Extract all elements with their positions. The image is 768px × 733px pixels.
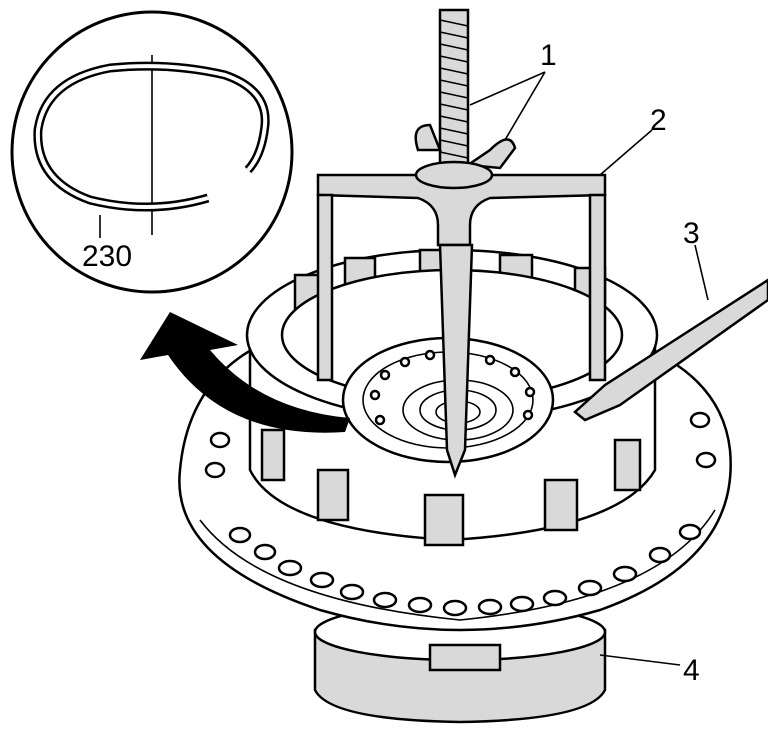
detail-arrow — [140, 312, 350, 433]
callout-1: 1 — [540, 39, 557, 72]
puller-tool — [316, 173, 607, 479]
callout-4: 4 — [683, 654, 700, 687]
screwdriver — [573, 278, 768, 422]
detail-circle — [10, 10, 294, 294]
callout-3: 3 — [683, 217, 700, 250]
callout-230: 230 — [82, 240, 132, 273]
clutch-splines — [260, 248, 642, 547]
wing-nut — [414, 123, 517, 190]
flange-holes — [204, 411, 717, 617]
callout-2: 2 — [650, 104, 667, 137]
threaded-rod — [438, 8, 470, 182]
leader-lines — [469, 71, 709, 666]
